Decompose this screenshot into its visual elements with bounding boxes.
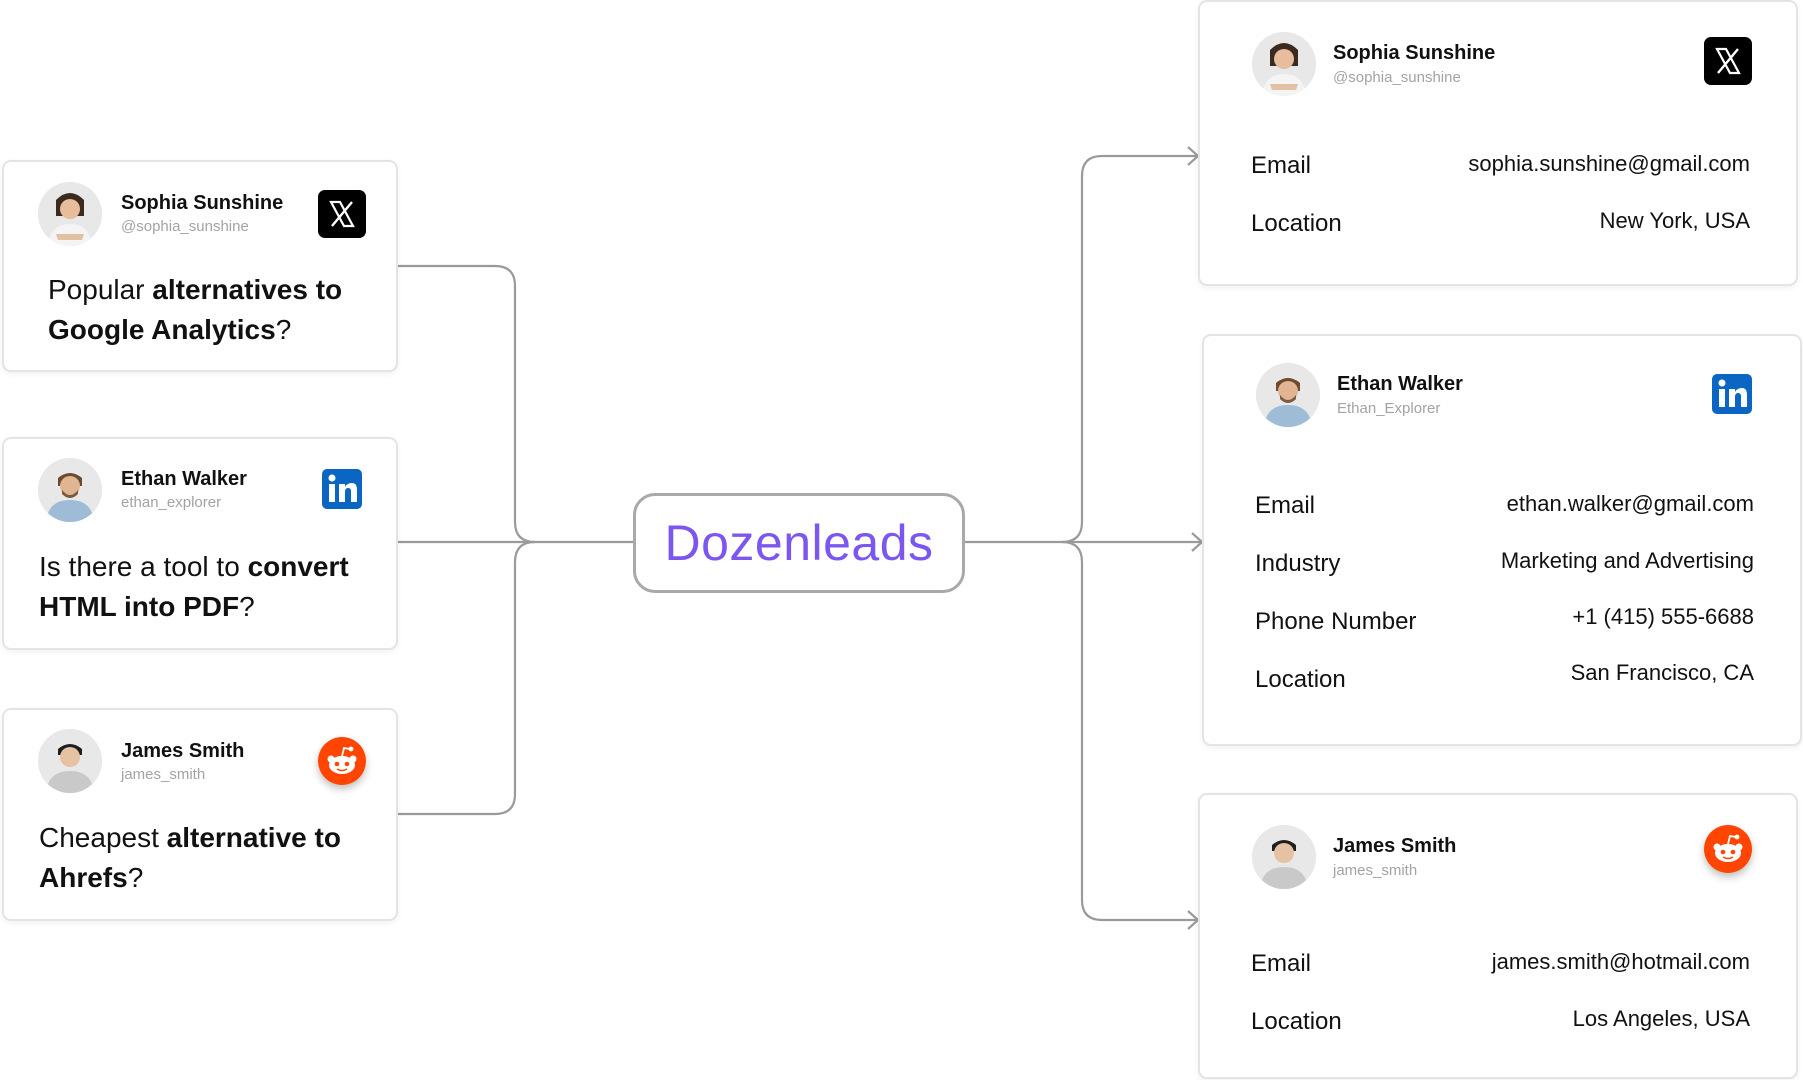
field-value-email[interactable]: ethan.walker@gmail.com — [1507, 491, 1754, 517]
user-name: Sophia Sunshine — [121, 192, 283, 215]
field-label-email: Email — [1255, 492, 1315, 520]
field-label-location: Location — [1255, 666, 1346, 694]
user-handle: @sophia_sunshine — [121, 218, 249, 235]
user-handle: james_smith — [121, 766, 205, 783]
post-card-sophia[interactable]: Sophia Sunshine @sophia_sunshine Popular… — [2, 160, 398, 372]
field-value-location: Los Angeles, USA — [1573, 1006, 1750, 1032]
field-label-email: Email — [1251, 152, 1311, 180]
field-value-industry: Marketing and Advertising — [1501, 548, 1754, 574]
field-label-email: Email — [1251, 950, 1311, 978]
lead-card-sophia[interactable]: Sophia Sunshine @sophia_sunshine Email s… — [1198, 0, 1798, 286]
field-label-location: Location — [1251, 1008, 1342, 1036]
user-name: Ethan Walker — [1337, 373, 1463, 396]
avatar — [1252, 825, 1316, 889]
user-handle: @sophia_sunshine — [1333, 69, 1461, 86]
user-handle: Ethan_Explorer — [1337, 400, 1440, 417]
field-label-location: Location — [1251, 210, 1342, 238]
reddit-icon[interactable] — [1704, 825, 1752, 873]
post-card-james[interactable]: James Smith james_smith Cheapest alterna… — [2, 708, 398, 921]
x-icon[interactable] — [318, 190, 366, 238]
avatar — [1256, 363, 1320, 427]
avatar — [1252, 32, 1316, 96]
user-name: James Smith — [121, 740, 244, 763]
reddit-icon[interactable] — [318, 737, 366, 785]
field-value-location: New York, USA — [1600, 208, 1750, 234]
linkedin-icon[interactable] — [1712, 374, 1752, 414]
field-value-email[interactable]: james.smith@hotmail.com — [1492, 949, 1750, 975]
user-handle: ethan_explorer — [121, 494, 221, 511]
post-question: Cheapest alternative to Ahrefs? — [39, 818, 389, 898]
avatar — [38, 182, 102, 246]
linkedin-icon[interactable] — [322, 469, 362, 509]
post-question: Is there a tool to convert HTML into PDF… — [39, 547, 389, 627]
field-value-phone[interactable]: +1 (415) 555-6688 — [1572, 604, 1754, 630]
field-label-industry: Industry — [1255, 550, 1340, 578]
x-icon[interactable] — [1704, 37, 1752, 85]
user-handle: james_smith — [1333, 862, 1417, 879]
field-value-location: San Francisco, CA — [1571, 660, 1754, 686]
avatar — [38, 458, 102, 522]
lead-card-ethan[interactable]: Ethan Walker Ethan_Explorer Email ethan.… — [1202, 334, 1802, 746]
brand-name: Dozenleads — [664, 514, 933, 572]
avatar — [38, 729, 102, 793]
brand-box: Dozenleads — [633, 493, 965, 593]
user-name: James Smith — [1333, 835, 1456, 858]
lead-card-james[interactable]: James Smith james_smith Email james.smit… — [1198, 793, 1798, 1079]
field-value-email[interactable]: sophia.sunshine@gmail.com — [1468, 151, 1750, 177]
user-name: Sophia Sunshine — [1333, 42, 1495, 65]
post-question: Popular alternatives to Google Analytics… — [48, 270, 388, 350]
field-label-phone: Phone Number — [1255, 608, 1416, 636]
post-card-ethan[interactable]: Ethan Walker ethan_explorer Is there a t… — [2, 437, 398, 650]
user-name: Ethan Walker — [121, 468, 247, 491]
